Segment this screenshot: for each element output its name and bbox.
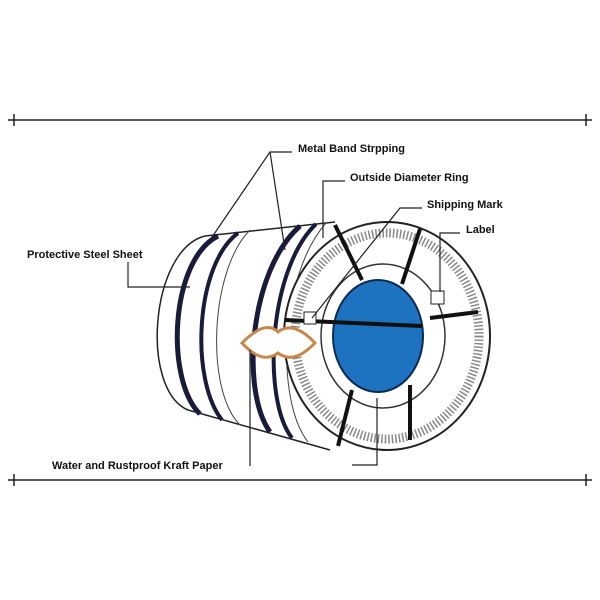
frame [8, 114, 592, 486]
label-kraft-paper: Water and Rustproof Kraft Paper [52, 460, 223, 472]
label-shipping-mark: Shipping Mark [427, 199, 503, 211]
label-protective-sheet: Protective Steel Sheet [27, 249, 143, 261]
label-metal-band: Metal Band Strpping [298, 143, 405, 155]
label-label: Label [466, 224, 495, 236]
coil-face [283, 221, 491, 451]
inner-core [332, 279, 424, 393]
kraft-paper-patch [239, 326, 318, 359]
shipping-mark-box [303, 311, 317, 325]
band-stripe [174, 233, 220, 416]
band-stripe [199, 231, 240, 422]
leader-lines [127, 151, 460, 466]
label-outside-ring: Outside Diameter Ring [350, 172, 469, 184]
band-stripe [250, 224, 302, 434]
label-box [430, 290, 445, 305]
